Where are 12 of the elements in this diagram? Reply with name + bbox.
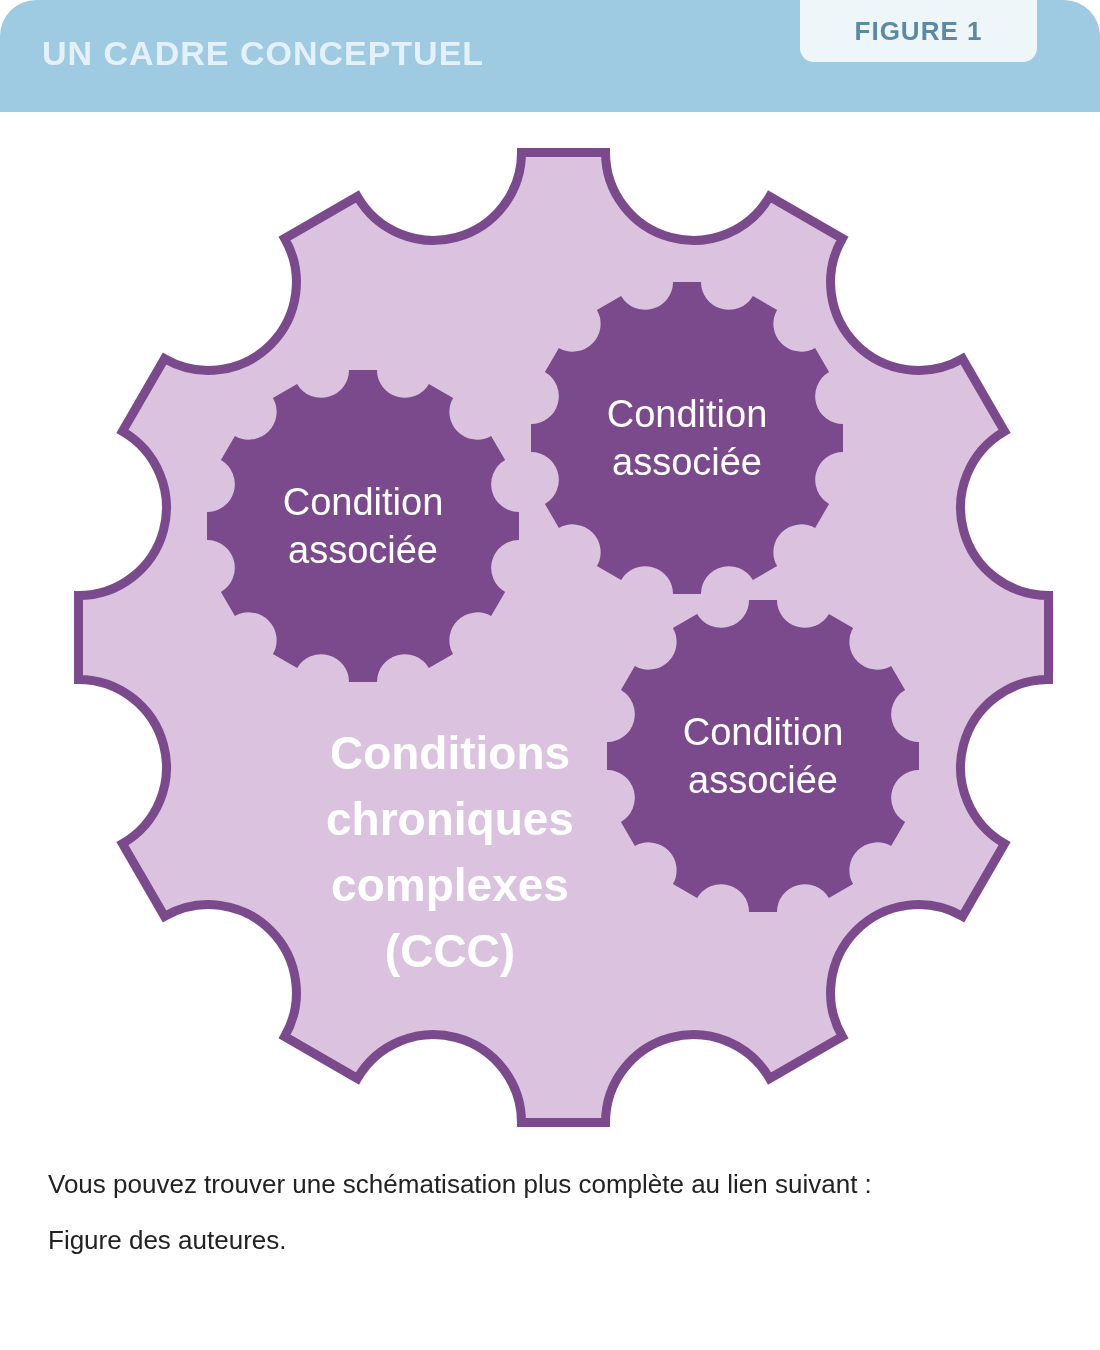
gear-label: Condition associée <box>681 710 845 803</box>
large-gear <box>73 147 1054 1128</box>
figure-number-tab: FIGURE 1 <box>800 0 1037 62</box>
small-gear <box>206 369 520 683</box>
gear-label: Conditions chroniques complexes (CCC) <box>325 726 575 979</box>
header-title: UN CADRE CONCEPTUEL <box>42 34 485 73</box>
source-note: Figure des auteures. <box>48 1224 287 1257</box>
small-gear <box>530 281 844 595</box>
small-gear <box>606 599 920 913</box>
gear-label: Condition associée <box>281 480 445 573</box>
caption-text: Vous pouvez trouver une schématisation plus complète au lien suivant : <box>48 1168 873 1201</box>
gear-label: Condition associée <box>605 392 769 485</box>
